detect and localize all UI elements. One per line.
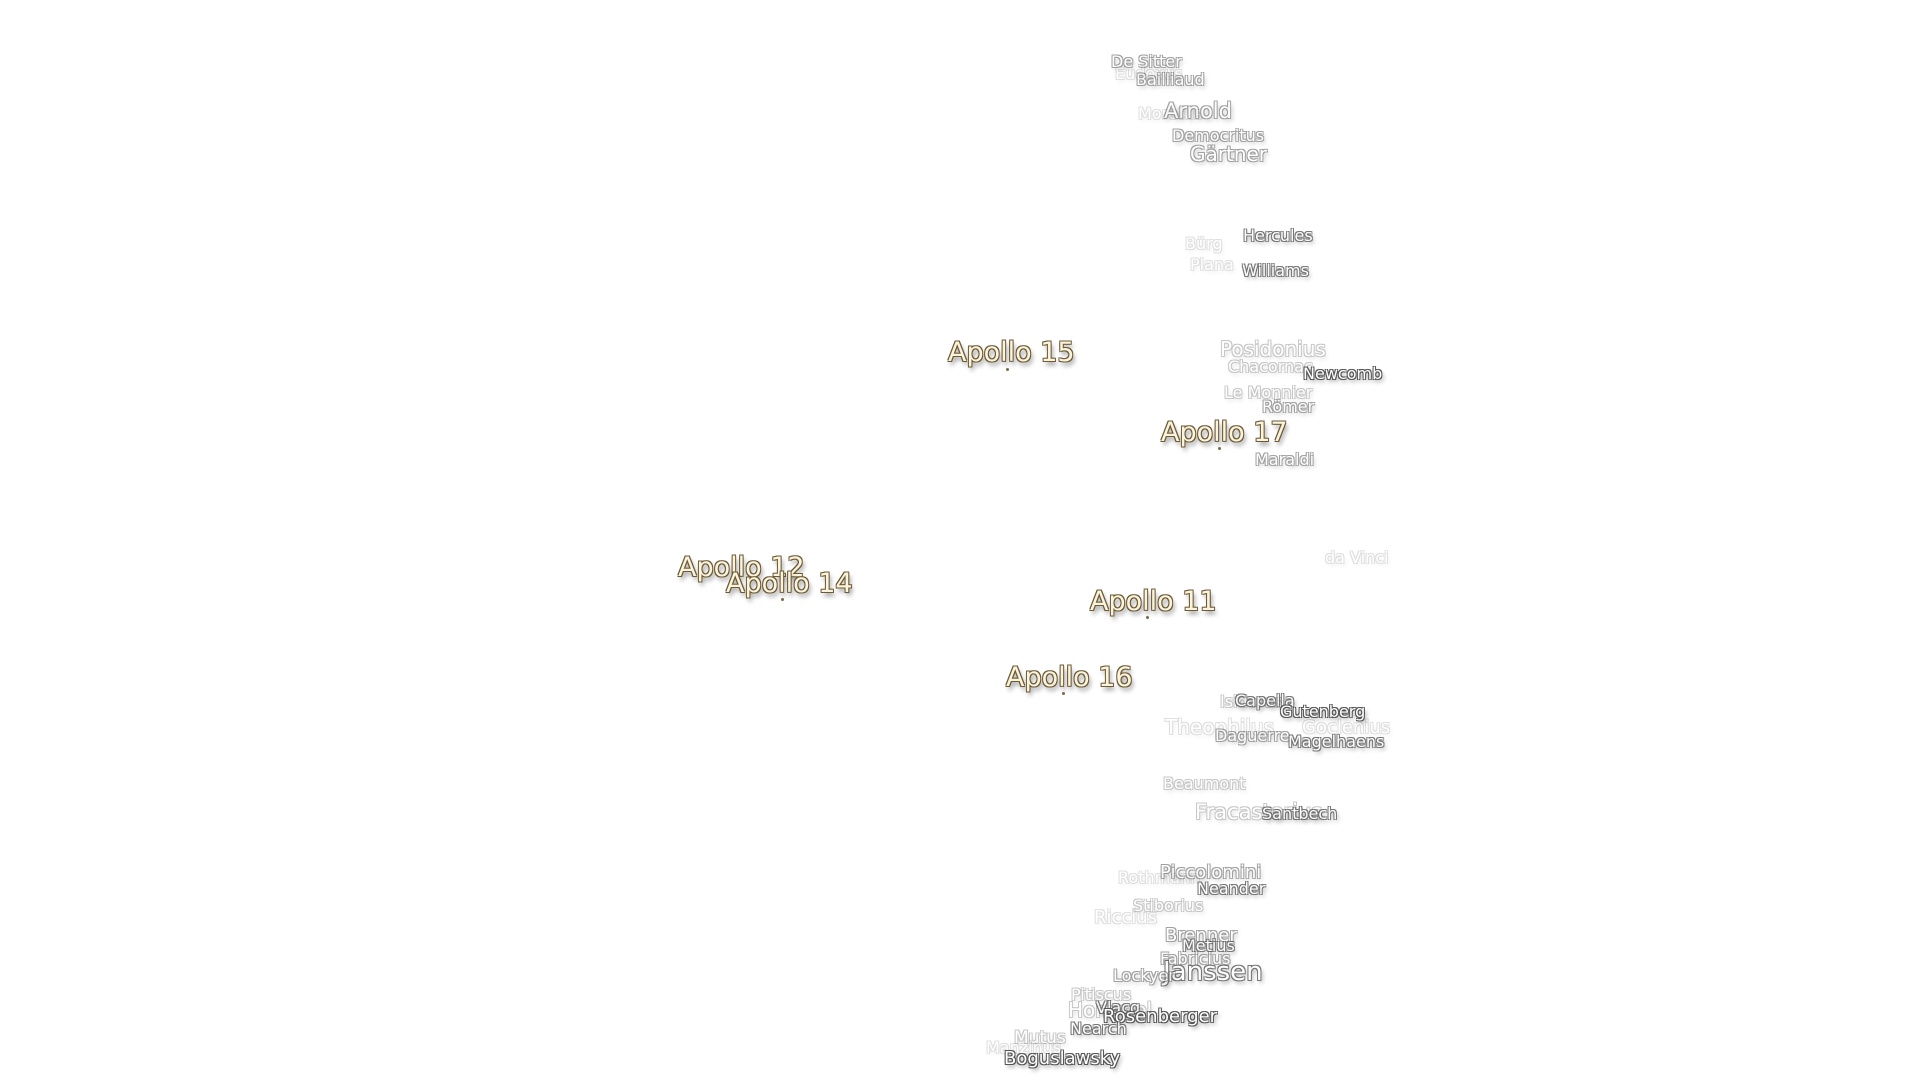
- crater-label[interactable]: Williams: [1242, 261, 1309, 280]
- crater-label[interactable]: Newcomb: [1303, 364, 1383, 383]
- crater-label[interactable]: Hommel: [1068, 998, 1153, 1022]
- crater-label[interactable]: Piccolomini: [1160, 862, 1262, 883]
- crater-label[interactable]: Manzinus: [986, 1038, 1062, 1057]
- crater-label[interactable]: Janssen: [1163, 957, 1263, 987]
- crater-label[interactable]: Plana: [1190, 255, 1234, 274]
- crater-label[interactable]: Rothmann: [1118, 868, 1201, 887]
- crater-label[interactable]: Maraldi: [1255, 450, 1315, 469]
- crater-label[interactable]: Fabricius: [1160, 949, 1231, 968]
- crater-label[interactable]: Nearch: [1070, 1019, 1127, 1038]
- crater-label[interactable]: Eudoxus: [1115, 64, 1183, 83]
- crater-label[interactable]: Fracastorius: [1195, 800, 1323, 824]
- crater-label[interactable]: Mutus: [1014, 1028, 1066, 1048]
- crater-label[interactable]: Daguerre: [1215, 726, 1290, 745]
- crater-label[interactable]: Santbech: [1262, 804, 1338, 823]
- crater-label[interactable]: Capella: [1235, 691, 1295, 710]
- crater-label[interactable]: Brenner: [1165, 925, 1237, 946]
- apollo-site-label[interactable]: Apollo 11: [1090, 586, 1217, 617]
- apollo-site-label[interactable]: Apollo 12: [678, 552, 805, 583]
- crater-label[interactable]: Moretus: [1138, 104, 1203, 123]
- crater-label[interactable]: Le Monnier: [1224, 383, 1313, 402]
- crater-label[interactable]: Rosenberger: [1103, 1006, 1218, 1027]
- crater-label[interactable]: Riccius: [1094, 907, 1158, 928]
- crater-label[interactable]: Metius: [1182, 936, 1235, 955]
- crater-label[interactable]: Boguslawsky: [1004, 1048, 1121, 1069]
- apollo-site-label[interactable]: Apollo 17: [1161, 417, 1288, 448]
- apollo-site-label[interactable]: Apollo 16: [1006, 662, 1133, 693]
- apollo-17-site-marker: [1218, 447, 1221, 450]
- crater-label[interactable]: Isidorus: [1220, 692, 1283, 711]
- crater-label[interactable]: Gutenberg: [1280, 702, 1366, 721]
- crater-label[interactable]: Arnold: [1164, 99, 1232, 123]
- crater-label[interactable]: Vlacq: [1096, 998, 1141, 1017]
- crater-label[interactable]: Lockyer: [1113, 966, 1175, 985]
- crater-label[interactable]: Pitiscus: [1071, 985, 1132, 1004]
- crater-label[interactable]: Chacornac: [1228, 357, 1313, 376]
- crater-label[interactable]: Goclenius: [1302, 717, 1391, 738]
- crater-label[interactable]: Stiborius: [1133, 896, 1204, 915]
- apollo-site-label[interactable]: Apollo 14: [726, 568, 853, 599]
- crater-label[interactable]: Neander: [1197, 879, 1266, 898]
- crater-label[interactable]: Hercules: [1243, 226, 1313, 245]
- apollo-site-label[interactable]: Apollo 15: [948, 337, 1075, 368]
- crater-label[interactable]: Magelhaens: [1288, 732, 1385, 751]
- crater-label[interactable]: Römer: [1262, 397, 1315, 416]
- apollo-14-site-marker: [781, 598, 784, 601]
- crater-label[interactable]: Bailliaud: [1136, 70, 1205, 89]
- crater-label[interactable]: Bürg: [1185, 234, 1223, 253]
- apollo-11-site-marker: [1146, 616, 1149, 619]
- crater-label[interactable]: Posidonius: [1220, 337, 1326, 361]
- crater-label[interactable]: da Vinci: [1325, 548, 1389, 567]
- crater-label[interactable]: De Sitter: [1111, 52, 1182, 71]
- crater-label[interactable]: Democritus: [1172, 126, 1265, 145]
- apollo-15-site-marker: [1006, 368, 1009, 371]
- crater-label[interactable]: Gärtner: [1190, 142, 1268, 166]
- apollo-16-site-marker: [1062, 692, 1065, 695]
- crater-label[interactable]: Beaumont: [1163, 774, 1246, 793]
- crater-label[interactable]: Theophilus: [1165, 715, 1275, 739]
